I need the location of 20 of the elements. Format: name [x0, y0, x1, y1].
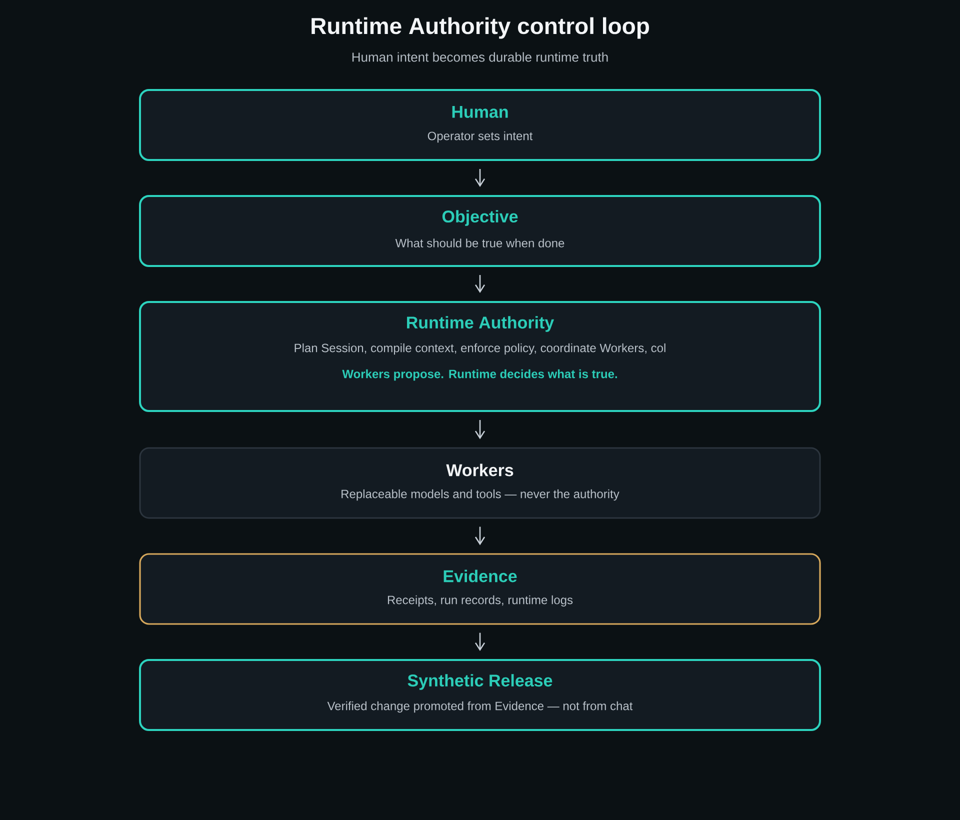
box-text: Plan Session, compile context, enforce policy, coordinate Workers, col: [294, 343, 666, 355]
title: Runtime Authority control loop: [312, 17, 649, 39]
box-heading: Synthetic Release: [408, 674, 552, 690]
box-heading: Evidence: [444, 570, 517, 582]
box-text: What should be true when done: [395, 238, 564, 248]
arrow: [474, 275, 486, 293]
subtitle: Human intent becomes durable runtime truth: [352, 52, 608, 62]
box-heading: Human: [452, 106, 508, 118]
arrow: [474, 420, 486, 440]
box-heading: Objective: [442, 210, 518, 226]
arrow: [474, 526, 486, 546]
arrow: [474, 632, 486, 651]
box-text: Receipts, run records, runtime logs: [388, 595, 573, 607]
arrow: [474, 169, 486, 187]
box-text: Operator sets intent: [428, 131, 533, 143]
box-heading: Workers: [446, 464, 514, 476]
box-text: Replaceable models and tools — never the authority: [342, 489, 620, 501]
box-text: Verified change promoted from Evidence — not from chat: [327, 701, 633, 713]
box-heading: Runtime Authority: [407, 316, 554, 332]
emphasis-text: Workers propose. Runtime decides what is true.: [342, 369, 617, 381]
